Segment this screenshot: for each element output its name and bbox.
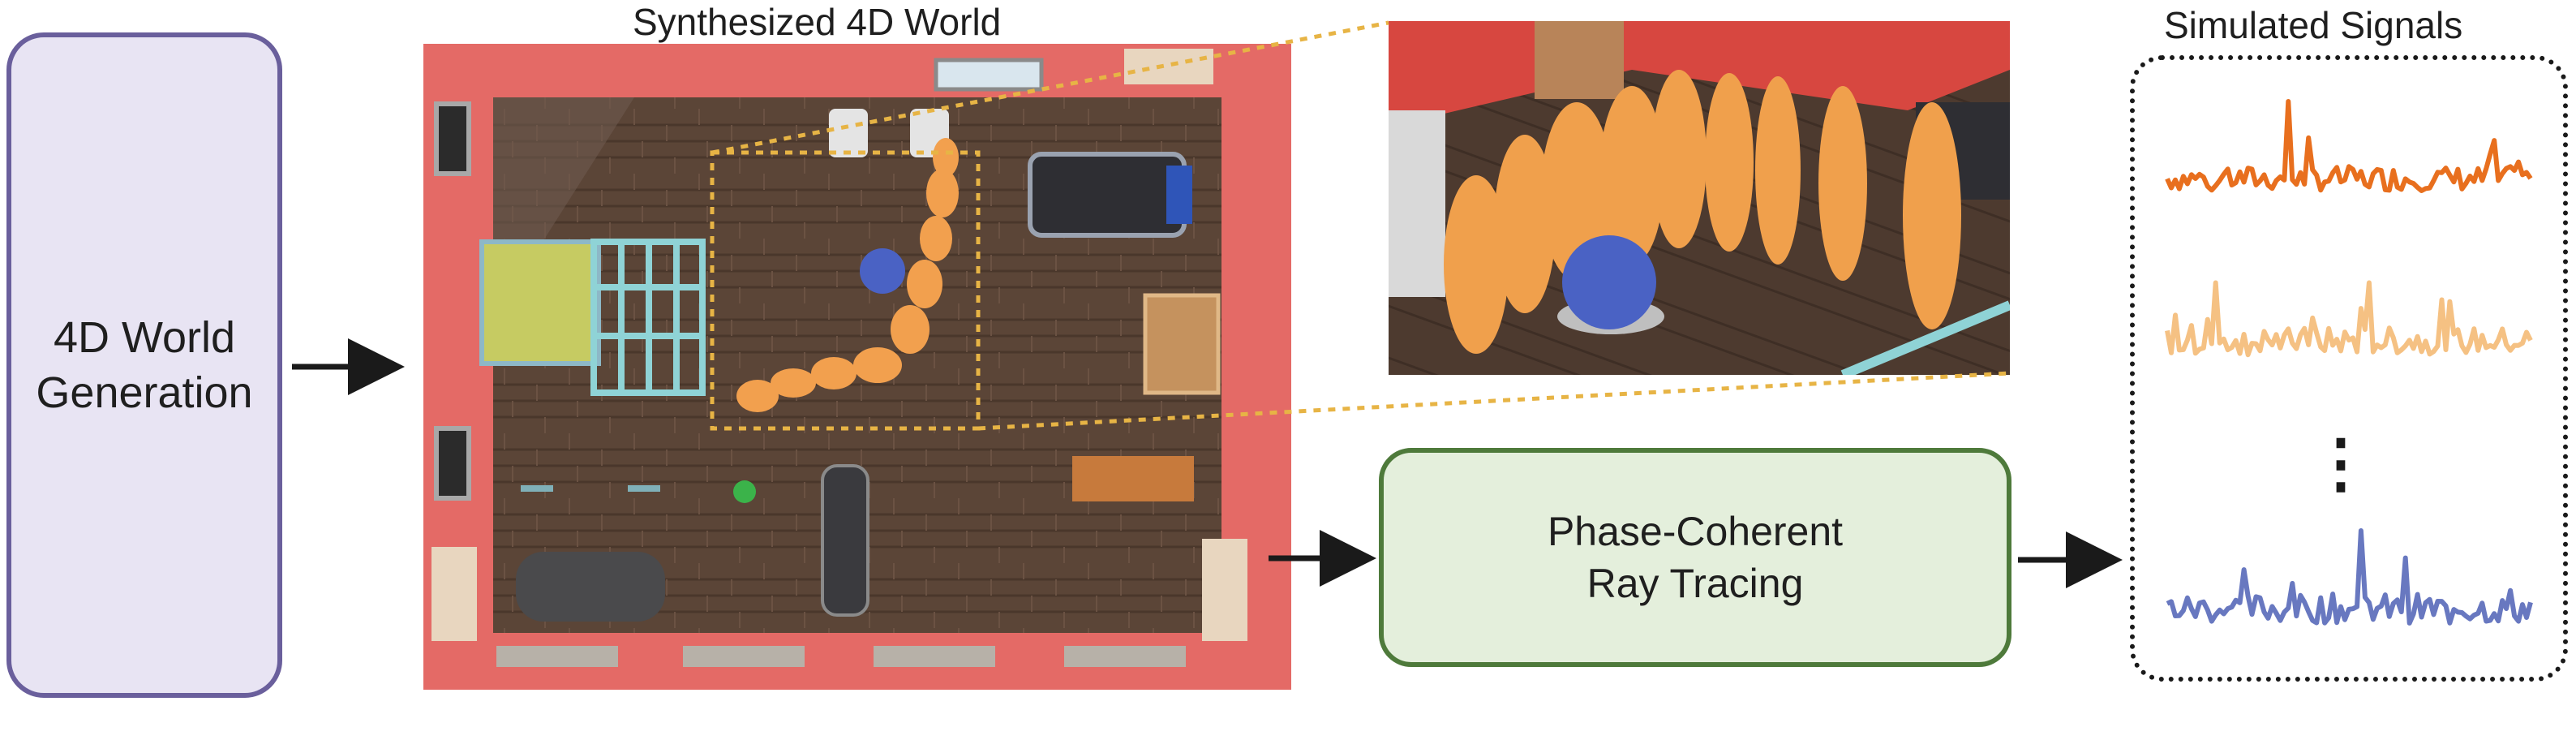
small-ball bbox=[733, 480, 756, 503]
floor-vent bbox=[1064, 646, 1186, 667]
wall-window bbox=[434, 101, 471, 176]
shelf bbox=[1143, 293, 1221, 395]
stool bbox=[829, 109, 868, 157]
floor-vent bbox=[496, 646, 618, 667]
radiator bbox=[1202, 539, 1247, 641]
top-window bbox=[934, 58, 1044, 92]
world-generation-box: 4D World Generation bbox=[6, 32, 282, 698]
world-title: Synthesized 4D World bbox=[633, 1, 1002, 43]
mat bbox=[479, 239, 601, 366]
ray-tracing-box: Phase-Coherent Ray Tracing bbox=[1379, 448, 2011, 667]
zoom-exercise-ball bbox=[1562, 235, 1656, 329]
signals-title: Simulated Signals bbox=[2164, 4, 2463, 46]
wall-bars bbox=[590, 239, 706, 396]
wall-window bbox=[434, 426, 471, 501]
zoom-treadmill bbox=[1389, 110, 1445, 297]
world-generation-label: 4D World Generation bbox=[36, 313, 253, 417]
ray-tracing-label: Phase-Coherent Ray Tracing bbox=[1547, 509, 1844, 606]
signals-box bbox=[2130, 55, 2568, 682]
floor-vent bbox=[683, 646, 805, 667]
room-render bbox=[423, 44, 1291, 690]
zoom-bar bbox=[1840, 300, 2010, 375]
treadmill bbox=[1028, 152, 1187, 238]
couch bbox=[516, 552, 665, 622]
radiator bbox=[1124, 49, 1213, 84]
zoom-humans bbox=[1444, 70, 1961, 354]
exercise-ball bbox=[860, 248, 905, 294]
zoom-render bbox=[1389, 21, 2010, 375]
rowing-machine bbox=[1072, 456, 1194, 501]
zoom-shelf bbox=[1535, 21, 1624, 99]
floor-vent bbox=[874, 646, 995, 667]
treadmill-console bbox=[1166, 166, 1192, 224]
exercise-bike bbox=[821, 464, 869, 617]
human-trajectory bbox=[736, 138, 959, 412]
radiator bbox=[431, 547, 477, 641]
